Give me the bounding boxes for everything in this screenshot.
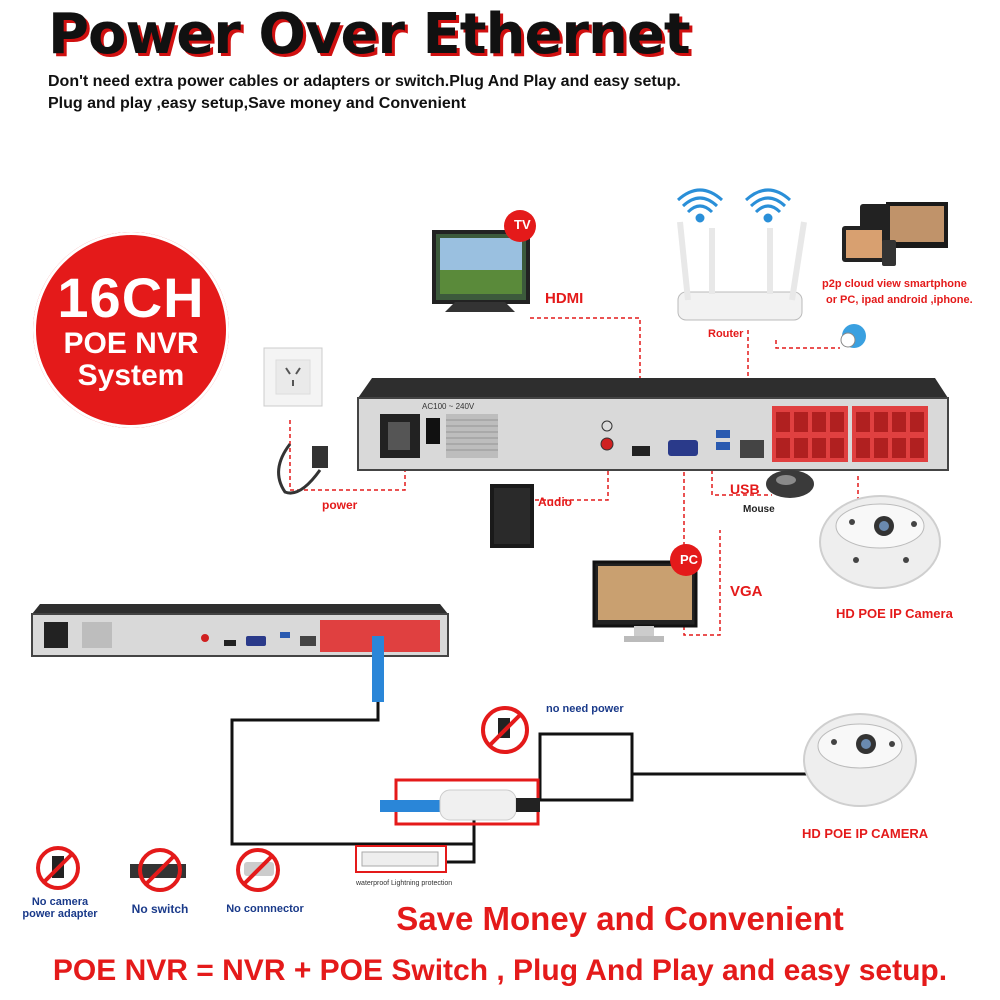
subtitle-line-1: Don't need extra power cables or adapter… [48, 73, 681, 90]
waterproof-connector-icon [361, 851, 439, 867]
hdmi-label: HDMI [545, 290, 584, 307]
waterproof-box [355, 845, 447, 873]
cloud-icon [840, 332, 856, 348]
power-cable-icon [277, 443, 322, 495]
p2p-line-2: or PC, ipad android ,iphone. [826, 294, 973, 306]
waterproof-label: waterproof Lightning protection [356, 880, 453, 887]
router-icon [677, 221, 807, 321]
router-label: Router [708, 328, 744, 340]
nvr-badge: 16CH POE NVR System [33, 232, 229, 428]
no-power-adapter-icon [481, 706, 529, 754]
camera-icon [819, 495, 941, 589]
camera-icon [803, 713, 917, 807]
ethernet-cable-icon [372, 636, 384, 702]
nvr-device-large [357, 378, 949, 471]
vga-label: VGA [730, 583, 763, 600]
poe-connector-icon [380, 789, 540, 821]
no-connector-icon [236, 848, 280, 892]
badge-line-2: POE NVR [63, 327, 199, 360]
camera-2-label: HD POE IP CAMERA [802, 826, 929, 841]
subtitle-line-2: Plug and play ,easy setup,Save money and… [48, 95, 466, 112]
pc-badge-label: PC [680, 552, 699, 567]
tv-icon [432, 230, 530, 312]
audio-label: Audio [538, 495, 572, 509]
no-switch-icon [130, 848, 186, 892]
badge-line-1: 16CH [57, 266, 205, 329]
tv-badge-circle [504, 210, 536, 242]
camera-1-label: HD POE IP Camera [836, 606, 953, 621]
icon-label-no-switch: No switch [131, 902, 189, 916]
usb-label: USB [730, 481, 760, 497]
wifi-icon [676, 188, 724, 223]
mouse-label: Mouse [743, 504, 775, 515]
devices-icon [842, 202, 948, 266]
wifi-icon [744, 188, 792, 223]
p2p-line-1: p2p cloud view smartphone [822, 278, 967, 290]
save-money-tagline: Save Money and Convenient [396, 900, 844, 937]
icon-label-no-connector: No connnector [226, 903, 304, 915]
badge-line-3: System [77, 359, 185, 392]
nvr-power-label: AC100 ~ 240V [422, 402, 475, 411]
power-plug-icon [312, 446, 328, 468]
page-title: Power Over Ethernet [48, 2, 691, 67]
nvr-device-small [31, 604, 449, 657]
formula-tagline: POE NVR = NVR + POE Switch , Plug And Pl… [52, 954, 948, 987]
power-label: power [322, 498, 358, 512]
power-socket-icon [263, 347, 323, 407]
no-need-power-label: no need power [546, 703, 624, 715]
pc-badge-circle [670, 544, 702, 576]
tv-badge-label: TV [514, 217, 531, 232]
no-adapter-icon [36, 846, 80, 890]
speaker-icon [490, 484, 534, 548]
